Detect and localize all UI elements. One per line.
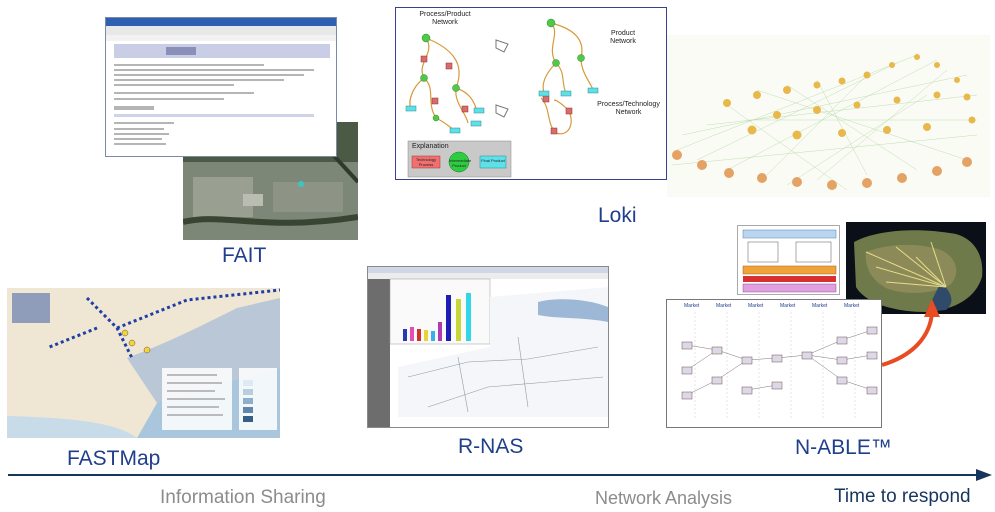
nable-earth-image — [846, 222, 986, 314]
fait-label: FAIT — [222, 244, 267, 267]
axis-label-information-sharing: Information Sharing — [160, 487, 326, 508]
nable-market-header-2: Market — [716, 303, 732, 309]
nable-market-header-6: Market — [844, 303, 860, 309]
nable-market-header-5: Market — [812, 303, 828, 309]
loki-legend-final-product: Final Product — [481, 158, 505, 163]
nable-market-header-4: Market — [780, 303, 796, 309]
loki-label-process-product: Process/Product Network — [419, 11, 471, 26]
rnas-screenshot — [367, 266, 609, 428]
loki-label-product-network: Product Network — [610, 30, 636, 45]
loki-label-process-technology: Process/Technology Network — [597, 101, 660, 116]
loki-legend-title: Explanation — [412, 143, 449, 150]
nable-market-network: Market Market Market Market Market Marke… — [666, 299, 882, 428]
loki-network-diagram: Process/Product Network Product Network … — [395, 7, 667, 180]
nable-label: N-ABLE™ — [795, 436, 892, 459]
fastmap-map — [7, 288, 280, 438]
loki-label: Loki — [598, 204, 637, 227]
rnas-label: R-NAS — [458, 435, 524, 458]
time-axis-arrow — [8, 469, 992, 481]
axis-label-network-analysis: Network Analysis — [595, 488, 733, 508]
fait-browser-window — [105, 17, 337, 157]
nable-market-header-3: Market — [748, 303, 764, 309]
loki-legend-intermediate-product: Intermediate Product — [449, 158, 472, 168]
nable-red-arrow — [881, 299, 940, 367]
nable-market-header-1: Market — [684, 303, 700, 309]
nable-architecture-diagram — [737, 225, 840, 295]
axis-label-time-to-respond: Time to respond — [834, 486, 971, 507]
loki-legend-technology-process: Technology Process — [415, 157, 437, 167]
fastmap-label: FASTMap — [67, 447, 161, 470]
loki-3d-network — [667, 35, 990, 197]
